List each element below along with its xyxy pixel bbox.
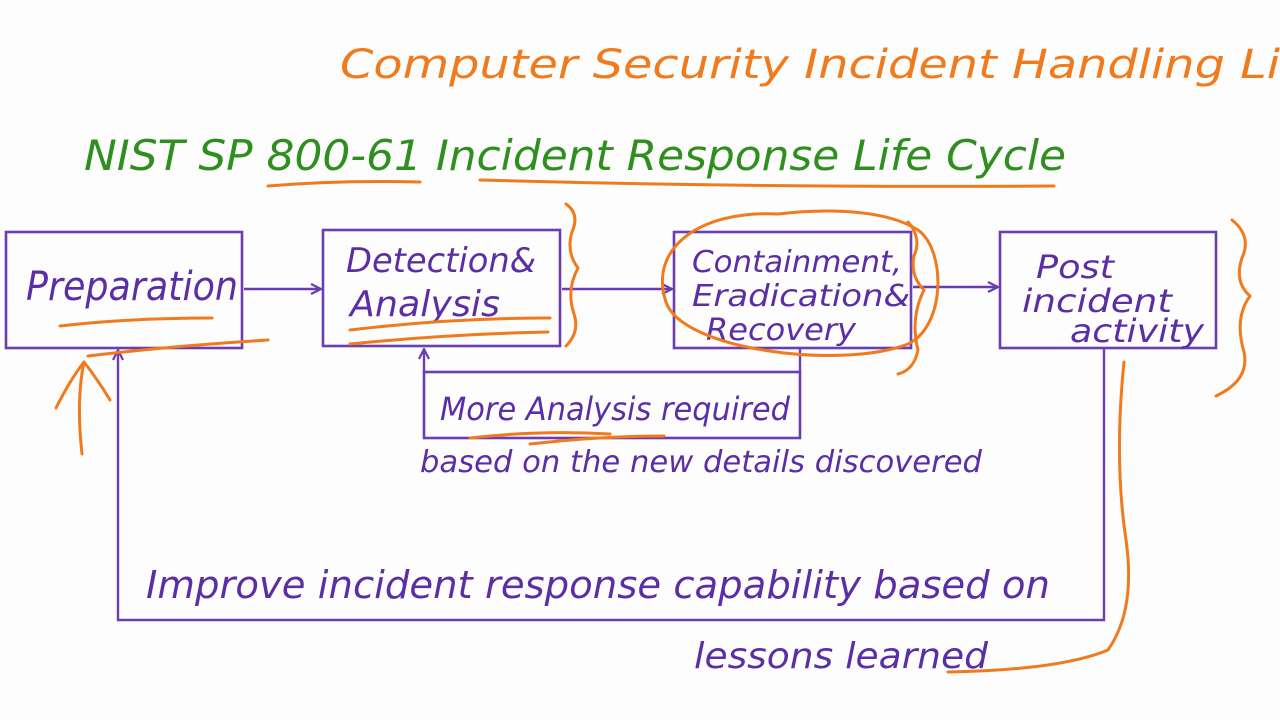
- title-underline-lifecycle: [478, 178, 1056, 188]
- arrow-mark-preparation: [77, 360, 86, 456]
- phase-label-containment: Containment,: [692, 245, 902, 280]
- detection-analysis-box: [321, 228, 562, 348]
- diagram-title: NIST SP 800-61 Incident Response Life Cy…: [84, 131, 1066, 180]
- brace-containment: [896, 220, 926, 376]
- underline-analysis-2: [348, 330, 550, 346]
- loop-label-backdrop: [426, 374, 798, 436]
- underline-preparation: [58, 316, 214, 328]
- underline-lessons-learned: [946, 360, 1131, 674]
- loop-label-line2: based on the new details discovered: [420, 445, 983, 480]
- underline-more-analysis-2: [528, 434, 666, 446]
- phase-label-eradication: Eradication&: [692, 279, 910, 314]
- brace-detection: [564, 202, 580, 348]
- containment-box: [672, 230, 913, 350]
- arrowhead-mark-preparation: [54, 360, 112, 410]
- post-incident-box: [998, 230, 1218, 350]
- phase-label-activity: activity: [1070, 312, 1205, 350]
- phase-label-preparation: Preparation: [26, 264, 238, 310]
- underline-preparation-2: [86, 338, 270, 358]
- phase-label-analysis: Analysis: [348, 284, 500, 325]
- circle-containment: [660, 209, 940, 357]
- underline-more-analysis: [468, 431, 612, 440]
- brace-post-incident: [1214, 218, 1252, 398]
- loop-label-line1: More Analysis required: [440, 390, 791, 428]
- title-underline-sp: [266, 180, 422, 188]
- underline-analysis: [348, 316, 552, 332]
- feedback-label-line1: Improve incident response capability bas…: [146, 563, 1050, 607]
- feedback-label-line2: lessons learned: [694, 636, 989, 677]
- preparation-box: [4, 230, 244, 350]
- phase-label-detection: Detection&: [346, 241, 536, 281]
- arrow-feedback-to-preparation: [118, 348, 1106, 622]
- phase-label-incident: incident: [1022, 282, 1174, 320]
- phase-label-post: Post: [1036, 248, 1116, 286]
- top-heading: Computer Security Incident Handling Li: [340, 42, 1280, 88]
